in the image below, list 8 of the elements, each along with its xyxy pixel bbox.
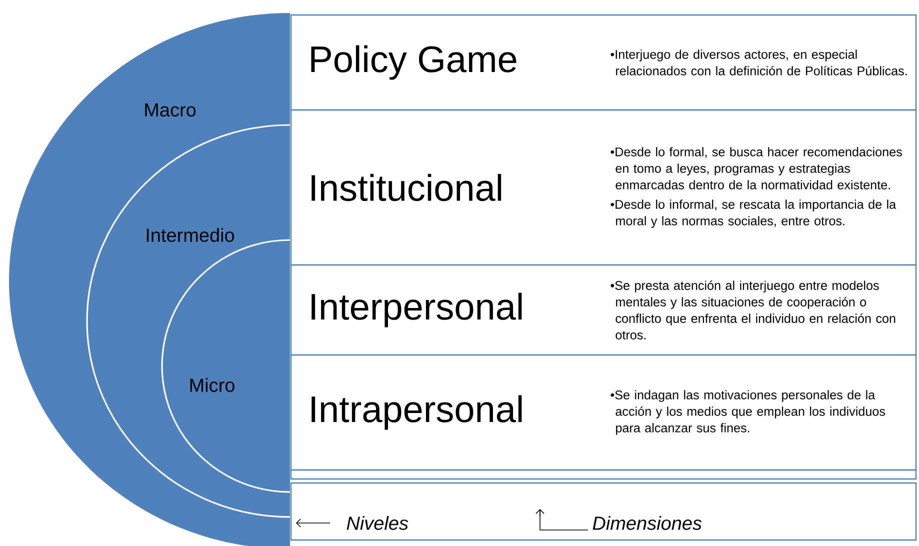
legend-label: Niveles: [346, 516, 408, 530]
legend-label: Dimensiones: [592, 516, 702, 530]
bullet-text: •Se indagan las motivaciones personales de la acción y los medios que emplean los individuos para alcanzar sus fines.: [610, 390, 885, 435]
bullet-text: •Desde lo formal, se busca hacer recomendaciones en tomo a leyes, programas y estrategias enmarcadas dentro de la normatividad existente.: [610, 147, 902, 190]
bullet-text: •Interjuego de diversos actores, en especial relacionados con la definición de Políticas Públicas.: [610, 50, 907, 76]
node-label: Macro: [145, 103, 196, 117]
bullet-text: •Desde lo informal, se rescata la importancia de la moral y las normas sociales, entre otros.: [610, 200, 896, 228]
bullet-text: •Se presta atención al interjuego entre modelos mentales y las situaciones de cooperación o conflicto que enfrenta el individuo en relación con otros.: [610, 280, 896, 340]
